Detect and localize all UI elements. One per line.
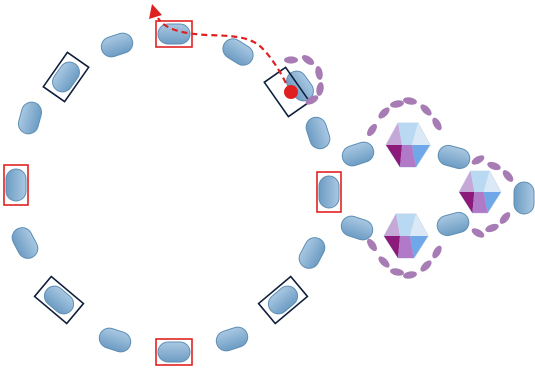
red-marker-box [155,338,193,366]
seed-bead-icon [305,95,319,105]
oval-bead-icon [11,227,39,259]
seed-bead-icon [485,223,499,233]
oval-bead-icon [340,215,374,241]
seed-bead-icon [315,66,323,80]
seed-bead-icon [403,271,417,279]
oval-bead-icon [52,61,80,93]
seed-bead-icon [378,256,390,268]
navy-marker-box [263,66,311,118]
seed-bead-icon [502,170,514,182]
oval-bead-icon [157,341,191,363]
oval-bead-group [5,23,535,363]
crystal-icon [385,122,431,168]
oval-bead-icon [157,23,191,45]
seed-bead-icon [367,238,377,252]
seed-bead-icon [487,161,501,171]
oval-bead-icon [341,141,375,167]
seed-bead-icon [471,228,485,238]
oval-bead-icon [17,101,43,135]
seed-bead-icon [420,104,432,116]
thread-path [157,17,292,93]
oval-bead-icon [513,181,535,215]
oval-bead-icon [318,175,340,209]
seed-bead-icon [378,107,390,119]
seed-bead-icon [390,100,404,108]
oval-bead-icon [43,285,75,315]
navy-marker-box [257,275,309,325]
red-marker-box [316,171,342,213]
oval-bead-icon [298,237,326,269]
marker-group [3,20,342,366]
seed-bead-group [284,55,514,279]
oval-bead-icon [437,144,471,170]
seed-bead-icon [403,97,417,105]
seed-bead-icon [420,260,432,272]
oval-bead-icon [100,32,134,58]
navy-marker-box [42,51,90,103]
seed-bead-icon [432,245,442,259]
oval-bead-icon [5,168,27,202]
crystal-icon [458,170,502,214]
oval-bead-icon [305,116,331,150]
crystal-icon [383,213,429,259]
oval-bead-icon [436,211,470,237]
seed-bead-icon [284,56,298,64]
seed-bead-icon [301,55,315,65]
start-dot-icon [284,85,298,99]
navy-marker-box [33,275,85,325]
seed-bead-icon [499,212,511,224]
oval-bead-icon [222,38,254,66]
seed-bead-icon [390,268,404,276]
seed-bead-icon [316,82,324,96]
seed-bead-icon [432,117,442,131]
seed-bead-icon [471,155,485,165]
oval-bead-icon [215,326,249,352]
red-marker-box [3,164,29,206]
crystal-group [383,122,502,259]
oval-bead-icon [267,285,299,315]
oval-bead-icon [98,327,132,353]
arrowhead-icon [149,4,162,19]
seed-bead-icon [367,123,377,137]
